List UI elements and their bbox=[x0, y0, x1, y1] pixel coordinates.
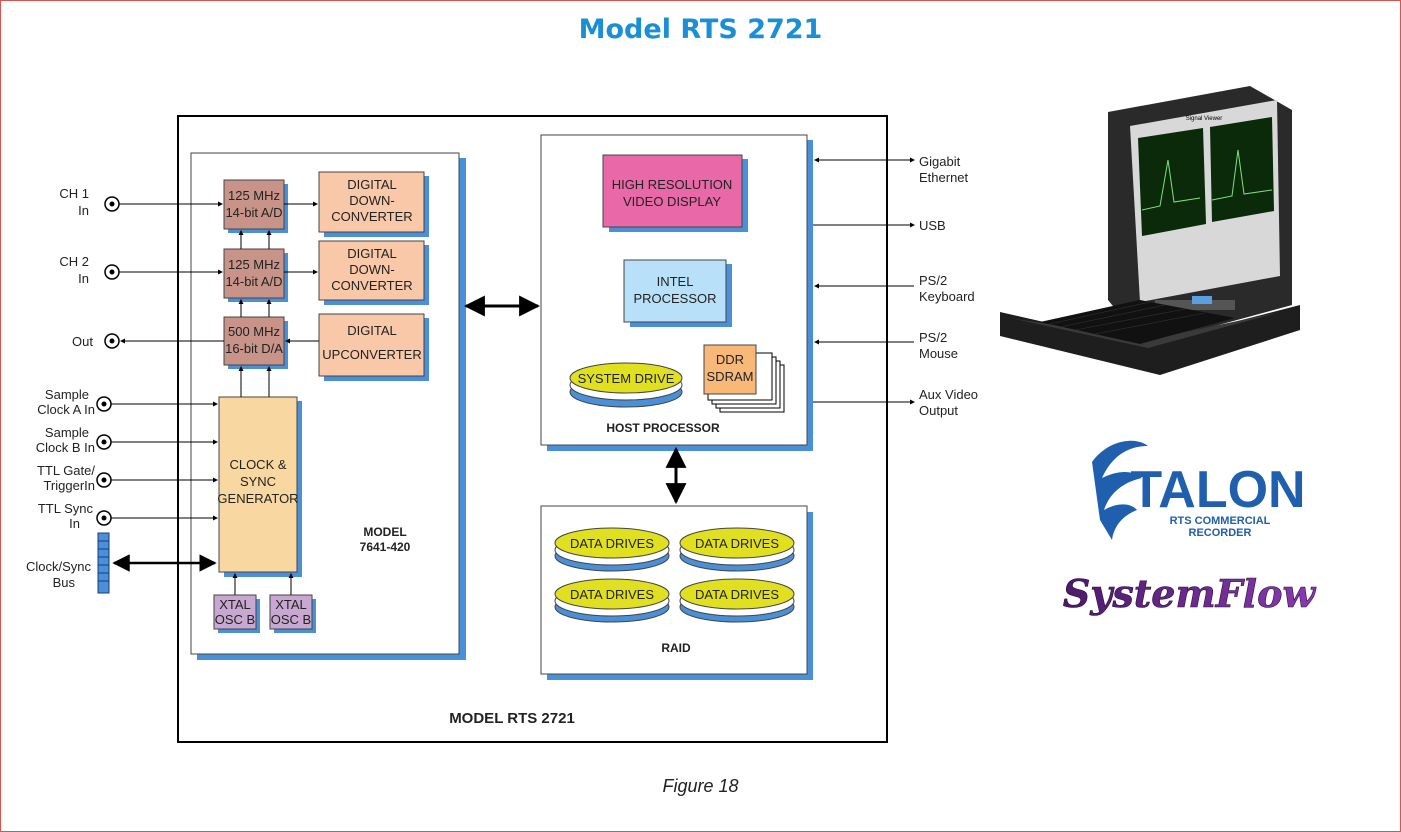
ddc-2-line1: DIGITAL bbox=[347, 246, 397, 261]
ddc-2-line2: DOWN- bbox=[349, 262, 395, 277]
aux-label-2: Output bbox=[919, 403, 958, 418]
clka-label-2: Clock A In bbox=[37, 402, 95, 417]
ddc-1-line2: DOWN- bbox=[349, 193, 395, 208]
eagle-icon bbox=[1092, 440, 1148, 540]
video-line2: VIDEO DISPLAY bbox=[623, 194, 721, 209]
usb-label: USB bbox=[919, 218, 946, 233]
page-title: Model RTS 2721 bbox=[578, 14, 823, 45]
data-drive-3-label: DATA DRIVES bbox=[570, 587, 654, 602]
gige-label-1: Gigabit bbox=[919, 154, 961, 169]
bus-label-1: Clock/Sync bbox=[26, 559, 92, 574]
laptop-illustration: Signal Viewer bbox=[1000, 86, 1300, 375]
ch2-label-2: In bbox=[78, 271, 89, 286]
module-label-1: MODEL bbox=[363, 525, 406, 539]
laptop-screen-title: Signal Viewer bbox=[1186, 116, 1223, 122]
data-drive-1-label: DATA DRIVES bbox=[570, 536, 654, 551]
gige-label-2: Ethernet bbox=[919, 170, 969, 185]
adc-2-line1: 125 MHz bbox=[228, 257, 280, 272]
intel-line2: PROCESSOR bbox=[633, 291, 716, 306]
ps2m-label-2: Mouse bbox=[919, 346, 958, 361]
data-drive-4: DATA DRIVES bbox=[679, 578, 795, 623]
ttlsync-label-2: In bbox=[69, 516, 80, 531]
dac-block bbox=[223, 316, 285, 366]
xtal-1-block bbox=[213, 594, 257, 630]
ch1-label-2: In bbox=[78, 203, 89, 218]
talon-wordmark: TALON bbox=[1130, 461, 1305, 519]
adc-1-line1: 125 MHz bbox=[228, 188, 280, 203]
data-drive-2: DATA DRIVES bbox=[679, 527, 795, 572]
ddc-2-block bbox=[318, 240, 425, 301]
ddr-sdram-stack: DDR SDRAM bbox=[703, 344, 785, 413]
ddc-1-line1: DIGITAL bbox=[347, 177, 397, 192]
intel-line1: INTEL bbox=[657, 274, 694, 289]
ch2-label-1: CH 2 bbox=[59, 254, 89, 269]
ttlgate-label-1: TTL Gate/ bbox=[37, 463, 95, 478]
talon-sub-1: RTS COMMERCIAL bbox=[1170, 515, 1271, 527]
clock-sync-block bbox=[218, 396, 298, 573]
sdram-line2: SDRAM bbox=[707, 369, 754, 384]
adc-2-line2: 14-bit A/D bbox=[225, 274, 282, 289]
clka-label-1: Sample bbox=[45, 387, 89, 402]
duc-line2: UPCONVERTER bbox=[322, 347, 421, 362]
system-drive-label: SYSTEM DRIVE bbox=[578, 371, 675, 386]
talon-sub-2: RECORDER bbox=[1189, 527, 1252, 539]
clkb-label-1: Sample bbox=[45, 425, 89, 440]
ttlsync-label-1: TTL Sync bbox=[38, 501, 94, 516]
clkb-label-2: Clock B In bbox=[36, 440, 95, 455]
ttlgate-label-2: TriggerIn bbox=[43, 478, 95, 493]
talon-logo: TALON RTS COMMERCIAL RECORDER bbox=[1092, 440, 1306, 540]
ddc-1-block bbox=[318, 171, 425, 233]
bus-label-2: Bus bbox=[53, 575, 76, 590]
ps2k-label-2: Keyboard bbox=[919, 289, 975, 304]
systemflow-logo: SystemFlow bbox=[1063, 571, 1317, 616]
data-drive-3: DATA DRIVES bbox=[554, 578, 670, 623]
adc-1-block bbox=[223, 179, 285, 230]
system-drive: SYSTEM DRIVE bbox=[569, 362, 683, 408]
dac-line1: 500 MHz bbox=[228, 324, 280, 339]
xtal-2-line1: XTAL bbox=[275, 597, 307, 612]
intel-processor-block bbox=[623, 259, 727, 323]
clock-line1: CLOCK & bbox=[229, 457, 286, 472]
ps2k-label-1: PS/2 bbox=[919, 273, 947, 288]
duc-line1: DIGITAL bbox=[347, 323, 397, 338]
adc-1-line2: 14-bit A/D bbox=[225, 205, 282, 220]
xtal-1-line1: XTAL bbox=[219, 597, 251, 612]
sdram-line1: DDR bbox=[716, 352, 744, 367]
out-label: Out bbox=[72, 334, 93, 349]
adc-2-block bbox=[223, 248, 285, 299]
video-display-block bbox=[602, 154, 743, 228]
dac-line2: 16-bit D/A bbox=[225, 341, 283, 356]
duc-block bbox=[318, 313, 425, 377]
aux-label-1: Aux Video bbox=[919, 387, 978, 402]
clock-line2: SYNC bbox=[240, 474, 276, 489]
data-drive-1: DATA DRIVES bbox=[554, 527, 670, 572]
clock-line3: GENERATOR bbox=[217, 491, 298, 506]
ddc-1-line3: CONVERTER bbox=[331, 209, 412, 224]
data-drive-4-label: DATA DRIVES bbox=[695, 587, 779, 602]
ddc-2-line3: CONVERTER bbox=[331, 278, 412, 293]
raid-label: RAID bbox=[661, 641, 691, 655]
data-drive-2-label: DATA DRIVES bbox=[695, 536, 779, 551]
output-links bbox=[813, 157, 915, 405]
module-label-2: 7641-420 bbox=[360, 540, 411, 554]
ps2m-label-1: PS/2 bbox=[919, 330, 947, 345]
ch1-label-1: CH 1 bbox=[59, 186, 89, 201]
input-connectors bbox=[96, 196, 224, 594]
figure-caption: Figure 18 bbox=[662, 776, 739, 796]
video-line1: HIGH RESOLUTION bbox=[612, 177, 733, 192]
host-label: HOST PROCESSOR bbox=[606, 421, 720, 435]
xtal-1-line2: OSC B bbox=[215, 612, 255, 627]
system-label: MODEL RTS 2721 bbox=[449, 710, 575, 727]
clock-sync-bus-connector bbox=[97, 532, 110, 594]
xtal-2-block bbox=[269, 594, 313, 630]
xtal-2-line2: OSC B bbox=[271, 612, 311, 627]
